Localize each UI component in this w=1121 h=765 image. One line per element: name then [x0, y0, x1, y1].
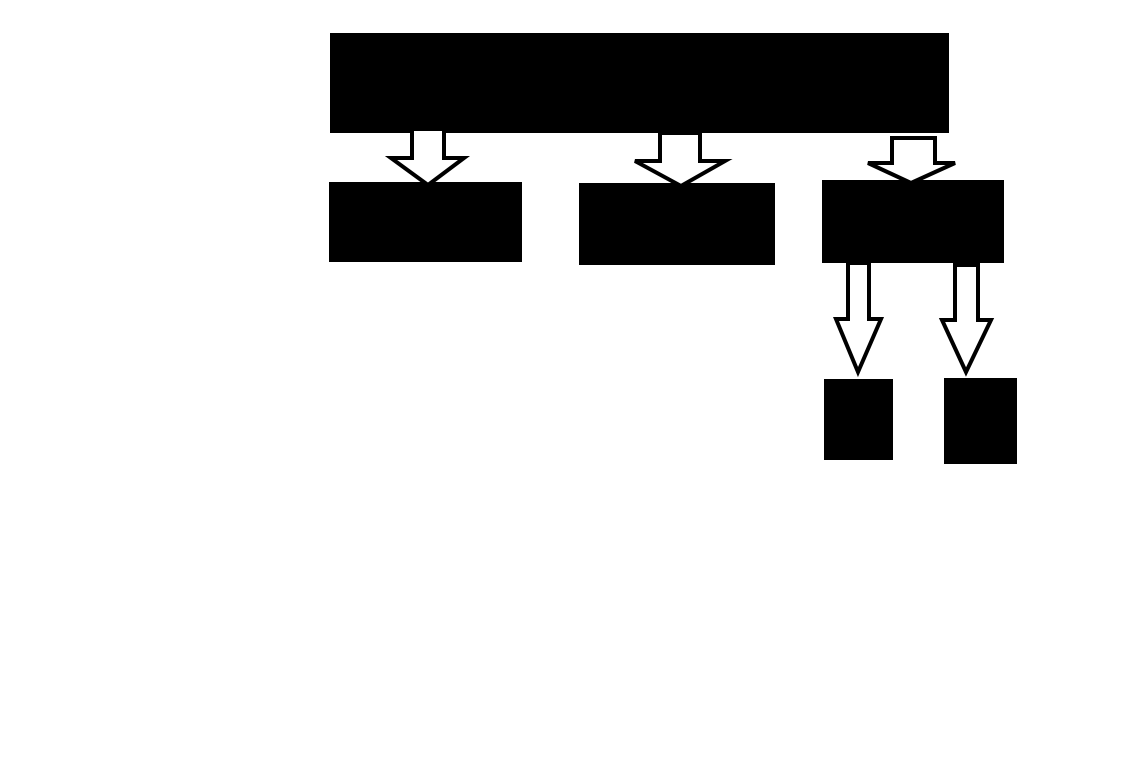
arrow-down-icon — [867, 136, 956, 186]
node-box — [330, 33, 949, 133]
node-child-2 — [579, 183, 775, 265]
node-child-1 — [329, 182, 522, 262]
arrow-down-icon — [938, 263, 995, 377]
arrows — [384, 127, 995, 378]
node-box — [329, 182, 522, 262]
node-box — [824, 379, 893, 460]
node-box — [944, 378, 1017, 464]
node-box — [579, 183, 775, 265]
arrow-down-icon — [833, 261, 885, 378]
node-box — [822, 180, 1004, 263]
arrow-down-icon — [384, 127, 470, 188]
node-grandchild-1 — [824, 379, 893, 460]
arrow-down-icon — [634, 131, 733, 189]
node-root — [330, 33, 949, 133]
node-grandchild-2 — [944, 378, 1017, 464]
node-child-3 — [822, 180, 1004, 263]
